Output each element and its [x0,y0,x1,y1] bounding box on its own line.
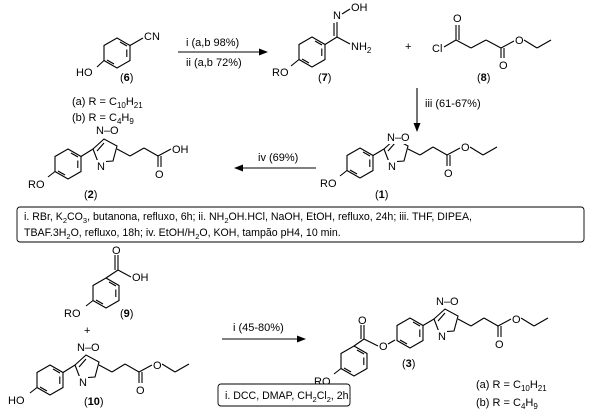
compound-2-number: 2 [88,189,94,201]
svg-text:N: N [333,10,341,22]
svg-text:N: N [97,161,105,173]
svg-text:N–O: N–O [387,132,410,144]
compound-9-number: 9 [124,308,130,320]
arrow-2-label: iii (61-67%) [425,98,481,110]
svg-text:O: O [358,315,367,327]
compound-9: O OH RO (9) [64,245,149,320]
acid-oh-label: OH [172,144,189,156]
compound-1: N–O N O O RO (1) [320,132,498,201]
arrow-step-i-bottom: i (45-80%) [222,322,306,343]
svg-text:(3): (3) [402,358,415,370]
svg-text:(8): (8) [477,72,490,84]
cyano-label: CN [144,31,160,43]
arrow-step-iv: iv (69%) [234,152,316,172]
compound-3: O O N–O N O O RO (3) [314,295,549,388]
svg-text:O: O [112,245,121,257]
svg-text:(b) R = C4H9: (b) R = C4H9 [72,112,134,126]
svg-text:O: O [453,13,462,25]
plus-sign-1: + [405,41,411,53]
arrow-step-iii: iii (61-67%) [413,88,481,132]
ro-label-9: RO [64,308,81,320]
svg-text:(7): (7) [318,72,331,84]
svg-text:N–O: N–O [96,125,119,137]
svg-text:O: O [495,339,504,351]
svg-text:N: N [438,331,446,343]
svg-text:TBAF.3H2O, refluxo, 18h; iv. E: TBAF.3H2O, refluxo, 18h; iv. EtOH/H2O, K… [24,227,341,241]
svg-text:O: O [136,385,145,397]
arrow-step-1: i (a,b 98%) ii (a,b 72%) [178,37,268,69]
svg-text:O: O [153,360,162,372]
hydroxy-label: HO [76,67,93,79]
svg-text:O: O [444,168,453,180]
svg-text:O: O [379,341,388,353]
svg-text:(b) R = C4H9: (b) R = C4H9 [476,397,538,411]
svg-text:(2): (2) [84,189,97,201]
conditions-box-2: i. DCC, DMAP, CH2Cl2, 2h. [217,383,352,407]
compound-6-number: 6 [124,72,130,84]
svg-text:N–O: N–O [77,342,100,354]
compound-8: Cl O O O (8) [432,13,552,84]
svg-text:(6): (6) [120,72,133,84]
compound-7-number: 7 [322,72,328,84]
svg-text:O: O [461,142,470,154]
arrow-4-label: i (45-80%) [233,322,284,334]
compound-8-number: 8 [481,72,487,84]
ro-label-2: RO [28,179,45,191]
svg-text:(1): (1) [375,189,388,201]
plus-sign-2: + [84,325,90,337]
svg-text:N–O: N–O [436,296,459,308]
compound-7: N OH NH2 RO (7) [272,2,372,84]
svg-text:O: O [155,169,164,181]
ro-label-7: RO [272,67,289,79]
acid-oh-label-9: OH [132,272,149,284]
svg-text:N: N [388,161,396,173]
compound-6: CN HO (6) [76,31,160,84]
svg-text:i. DCC, DMAP, CH2Cl2, 2h.: i. DCC, DMAP, CH2Cl2, 2h. [225,390,352,404]
r-definitions-bottom: (a) R = C10H21 (b) R = C4H9 [476,379,547,411]
svg-text:(9): (9) [120,308,133,320]
hydroxy-label-10: HO [8,395,25,407]
svg-text:i. RBr, K2CO3, butanona, reflu: i. RBr, K2CO3, butanona, refluxo, 6h; ii… [24,211,472,225]
svg-text:N: N [79,377,87,389]
svg-text:O: O [512,314,521,326]
arrow-1-bottom-label: ii (a,b 72%) [186,57,242,69]
compound-2: N–O N O OH RO (2) [28,125,189,201]
svg-text:O: O [499,60,508,72]
svg-text:(a) R = C10H21: (a) R = C10H21 [72,96,143,110]
compound-3-number: 3 [406,358,412,370]
svg-text:O: O [515,35,524,47]
arrow-1-top-label: i (a,b 98%) [186,37,239,49]
conditions-box-1: i. RBr, K2CO3, butanona, refluxo, 6h; ii… [16,206,585,243]
arrow-3-label: iv (69%) [258,152,298,164]
ro-label-1: RO [320,178,337,190]
compound-10-number: 10 [88,396,100,408]
svg-text:(a) R = C10H21: (a) R = C10H21 [476,379,547,393]
oxime-oh-label: OH [351,2,368,14]
chloro-label: Cl [432,43,442,55]
compound-10: N–O N O O HO (10) [8,342,190,408]
svg-text:(10): (10) [84,396,104,408]
compound-1-number: 1 [379,189,385,201]
amine-label: NH2 [351,41,372,55]
r-definitions-top: (a) R = C10H21 (b) R = C4H9 [72,96,143,126]
